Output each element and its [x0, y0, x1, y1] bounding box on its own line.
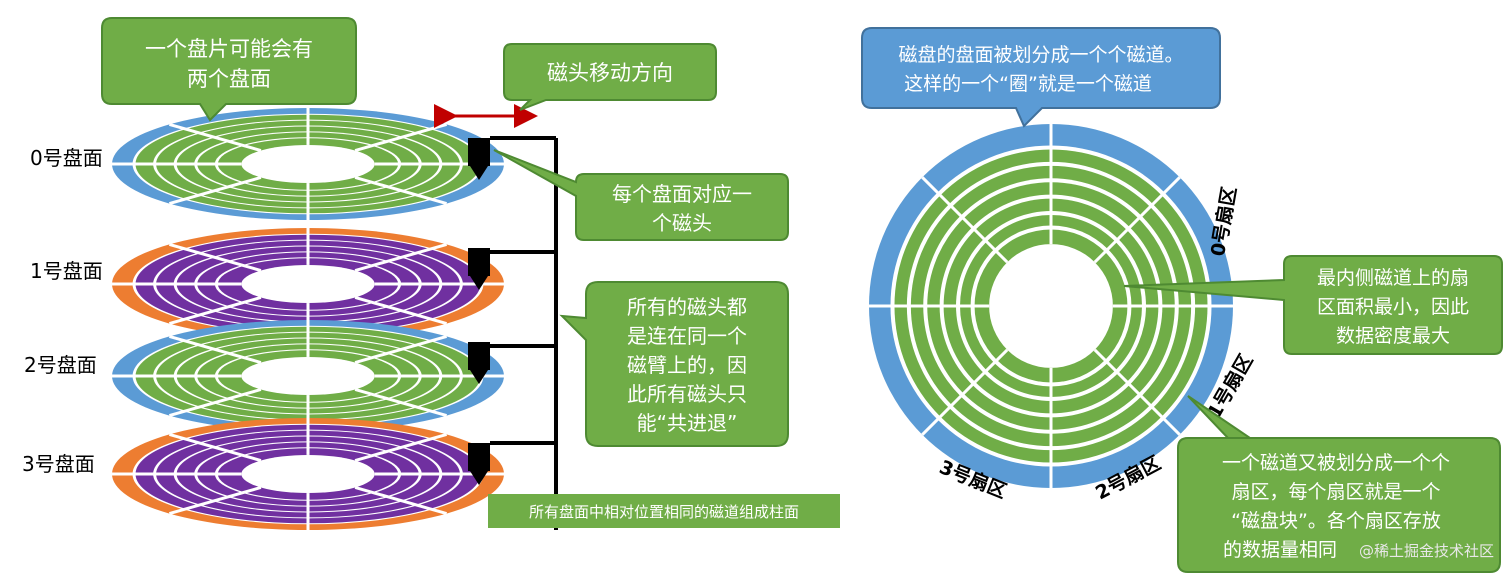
callout-platter-line-2: 两个盘面 — [187, 67, 271, 91]
head-1-icon — [468, 248, 490, 276]
callout-arm-line-3: 磁臂上的，因 — [627, 353, 747, 377]
callout-sectors-line-1: 一个磁道又被划分成一个个 — [1222, 452, 1450, 474]
callout-platter-surfaces: 一个盘片可能会有 两个盘面 — [101, 17, 357, 122]
callout-inner-line-1: 最内侧磁道上的扇 — [1317, 267, 1469, 289]
sector-divider-3 — [1093, 348, 1181, 436]
platter-2 — [112, 320, 504, 432]
callout-sectors-line-4: 的数据量相同 — [1223, 539, 1337, 561]
callout-sectors-line-2: 扇区，每个扇区就是一个 — [1231, 481, 1440, 503]
callout-inner-line-2: 区面积最小，因此 — [1317, 296, 1469, 318]
surface-label-2: 2号盘面 — [24, 353, 97, 377]
surface-label-0: 0号盘面 — [30, 146, 103, 170]
platter-3 — [112, 418, 504, 530]
callout-arm-line-1: 所有的磁头都 — [627, 295, 747, 319]
callout-head-line-1: 每个盘面对应一 — [612, 182, 752, 206]
surface-label-3: 3号盘面 — [22, 452, 95, 476]
platter-0 — [112, 108, 504, 220]
actuator-arm — [490, 136, 558, 530]
callout-head-direction-text: 磁头移动方向 — [547, 61, 673, 85]
callout-tracks-line-1: 磁盘的盘面被划分成一个个磁道。 — [898, 44, 1183, 66]
callout-arm-line-2: 是连在同一个 — [627, 324, 747, 348]
callout-platter-line-1: 一个盘片可能会有 — [145, 37, 313, 61]
callout-head-direction: 磁头移动方向 — [503, 43, 717, 111]
callout-tracks-line-2: 这样的一个“圈”就是一个磁道 — [904, 73, 1152, 95]
head-3-icon — [468, 443, 490, 471]
read-write-heads — [468, 138, 490, 485]
cylinder-label: 所有盘面中相对位置相同的磁道组成柱面 — [488, 494, 840, 528]
platter-stack — [112, 108, 504, 530]
head-0-icon — [468, 138, 490, 166]
sector-divider-5 — [921, 348, 1009, 436]
callout-inner-line-3: 数据密度最大 — [1336, 325, 1450, 347]
head-2-icon — [468, 342, 490, 370]
sector-divider-7 — [921, 176, 1009, 264]
sector-divider-1 — [1093, 176, 1181, 264]
track-sector-disk — [869, 124, 1233, 488]
surface-labels: 0号盘面 1号盘面 2号盘面 3号盘面 — [22, 146, 103, 476]
callout-arm-line-5: 能“共进退” — [637, 411, 738, 435]
callout-head-per-surface: 每个盘面对应一 个磁头 — [493, 149, 789, 241]
callout-inner-density: 最内侧磁道上的扇 区面积最小，因此 数据密度最大 — [1123, 255, 1503, 355]
callout-arm-line-4: 此所有磁头只 — [627, 382, 747, 406]
callout-shared-arm: 所有的磁头都 是连在同一个 磁臂上的，因 此所有磁头只 能“共进退” — [559, 281, 789, 447]
disk-spindle-hole — [989, 244, 1113, 368]
callout-tracks: 磁盘的盘面被划分成一个个磁道。 这样的一个“圈”就是一个磁道 — [861, 27, 1221, 128]
platter-1 — [112, 228, 504, 340]
callout-sectors: 一个磁道又被划分成一个个 扇区，每个扇区就是一个 “磁盘块”。各个扇区存放 的数… — [1177, 395, 1501, 573]
callout-sectors-line-3: “磁盘块”。各个扇区存放 — [1231, 510, 1441, 532]
cylinder-label-text: 所有盘面中相对位置相同的磁道组成柱面 — [529, 503, 799, 521]
callout-head-line-2: 个磁头 — [652, 211, 712, 235]
surface-label-1: 1号盘面 — [30, 259, 103, 283]
watermark: @稀土掘金技术社区 — [1359, 542, 1494, 560]
